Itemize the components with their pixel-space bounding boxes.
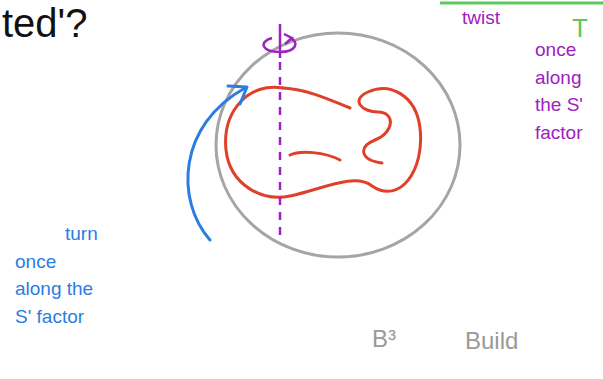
- build-note: Build: [465, 324, 518, 359]
- turn-arrow: [188, 88, 245, 240]
- axis-line: [279, 62, 282, 242]
- axis-top: [279, 24, 282, 58]
- knot-curve-strand: [283, 88, 350, 160]
- heading-fragment: ted'?: [2, 0, 88, 52]
- turn-note: turn once along the S' factor: [15, 220, 103, 330]
- twist-note: twist: [462, 4, 500, 32]
- green-rule: [440, 2, 603, 5]
- ball-outline: [216, 33, 460, 257]
- rotation-arrowhead: [284, 34, 292, 44]
- ball-label: B³: [372, 322, 396, 357]
- knot-curve: [226, 87, 421, 197]
- turn-arrowhead: [228, 86, 247, 104]
- twist-note: once along the S' factor: [535, 36, 597, 146]
